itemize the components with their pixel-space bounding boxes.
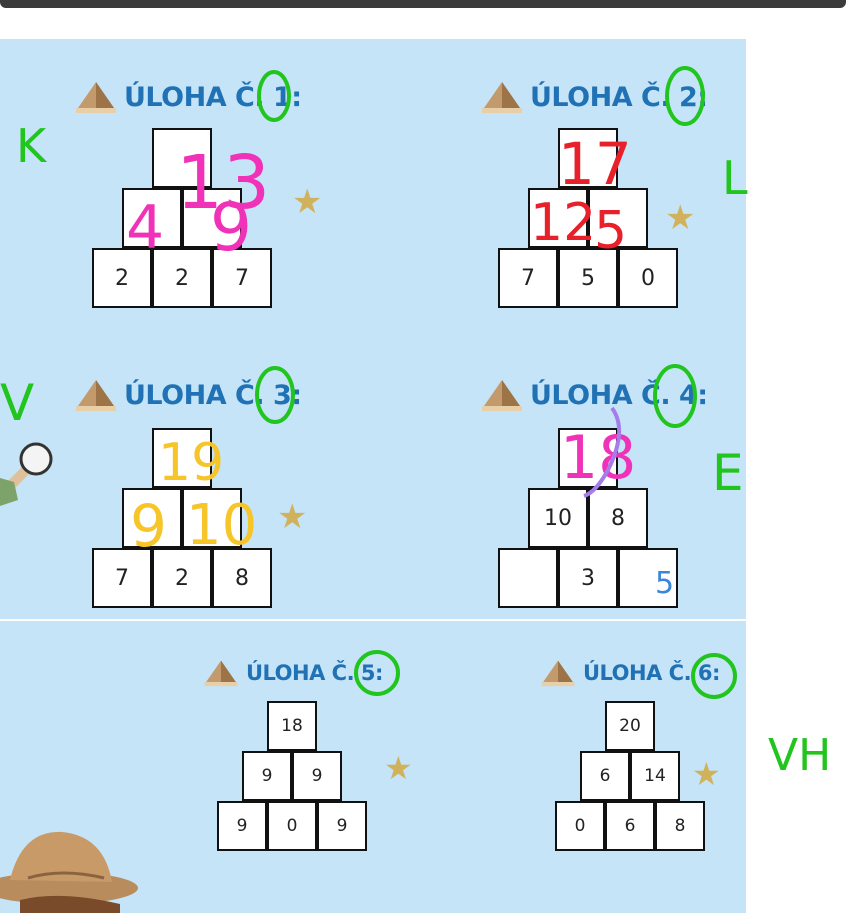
pyramid-cell[interactable] [152, 428, 212, 488]
pyramid-cell[interactable]: 7 [212, 248, 272, 308]
pyramid-cell[interactable] [152, 128, 212, 188]
task-title-text: ÚLOHA Č. 3: [124, 379, 302, 411]
task-title-5: ÚLOHA Č. 5: [204, 659, 383, 687]
pyramid-cell[interactable]: 3 [558, 548, 618, 608]
pyramid-cell[interactable]: 6 [580, 751, 630, 801]
handwritten-letter: VH [768, 730, 831, 781]
pyramid-cell[interactable] [182, 188, 242, 248]
star-icon: ★ [692, 756, 721, 792]
star-icon: ★ [384, 750, 413, 786]
pyramid-cell[interactable] [122, 188, 182, 248]
pyramid-cell[interactable]: 9 [292, 751, 342, 801]
pyramid-icon [76, 380, 116, 411]
pyramid-cell[interactable]: 20 [605, 701, 655, 751]
browser-top-bar [0, 0, 846, 8]
pyramid-icon [482, 380, 522, 411]
pyramid-cell[interactable]: 8 [212, 548, 272, 608]
task-title-text: ÚLOHA Č. 1: [124, 81, 302, 113]
pyramid-icon [541, 660, 575, 687]
pyramid-cell[interactable]: 0 [618, 248, 678, 308]
pyramid-cell[interactable]: 0 [555, 801, 605, 851]
pyramid-cell[interactable]: 2 [152, 248, 212, 308]
task-title-6: ÚLOHA Č. 6: [541, 659, 720, 687]
pyramid-cell[interactable]: 14 [630, 751, 680, 801]
star-icon: ★ [277, 498, 308, 536]
pyramid-cell[interactable]: 6 [605, 801, 655, 851]
pyramid-icon [76, 82, 116, 113]
task-title-4: ÚLOHA Č. 4: [482, 378, 708, 412]
pyramid-cell[interactable] [558, 128, 618, 188]
pyramid-cell[interactable]: 0 [267, 801, 317, 851]
task-title-1: ÚLOHA Č. 1: [76, 80, 302, 114]
task-title-text: ÚLOHA Č. 6: [583, 661, 720, 685]
pyramid-cell[interactable]: 18 [267, 701, 317, 751]
pyramid-cell[interactable]: 10 [528, 488, 588, 548]
pyramid-icon [482, 82, 522, 113]
star-icon: ★ [665, 199, 696, 237]
task-title-3: ÚLOHA Č. 3: [76, 378, 302, 412]
pyramid-cell[interactable] [498, 548, 558, 608]
pyramid-icon [204, 660, 238, 687]
pyramid-cell[interactable]: 5 [558, 248, 618, 308]
pyramid-cell[interactable] [528, 188, 588, 248]
task-title-text: ÚLOHA Č. 4: [530, 379, 708, 411]
pyramid-cell[interactable] [618, 548, 678, 608]
pyramid-cell[interactable]: 8 [655, 801, 705, 851]
task-title-text: ÚLOHA Č. 5: [246, 661, 383, 685]
task-title-text: ÚLOHA Č. 2: [530, 81, 708, 113]
pyramid-cell[interactable] [182, 488, 242, 548]
star-icon: ★ [292, 183, 323, 221]
pyramid-cell[interactable]: 7 [498, 248, 558, 308]
pyramid-cell[interactable]: 2 [92, 248, 152, 308]
pyramid-cell[interactable]: 8 [588, 488, 648, 548]
pyramid-cell[interactable] [122, 488, 182, 548]
pyramid-cell[interactable]: 9 [242, 751, 292, 801]
pyramid-cell[interactable]: 7 [92, 548, 152, 608]
pyramid-cell[interactable] [558, 428, 618, 488]
pyramid-cell[interactable]: 9 [217, 801, 267, 851]
task-title-2: ÚLOHA Č. 2: [482, 80, 708, 114]
pyramid-cell[interactable] [588, 188, 648, 248]
pyramid-cell[interactable]: 9 [317, 801, 367, 851]
pyramid-cell[interactable]: 2 [152, 548, 212, 608]
